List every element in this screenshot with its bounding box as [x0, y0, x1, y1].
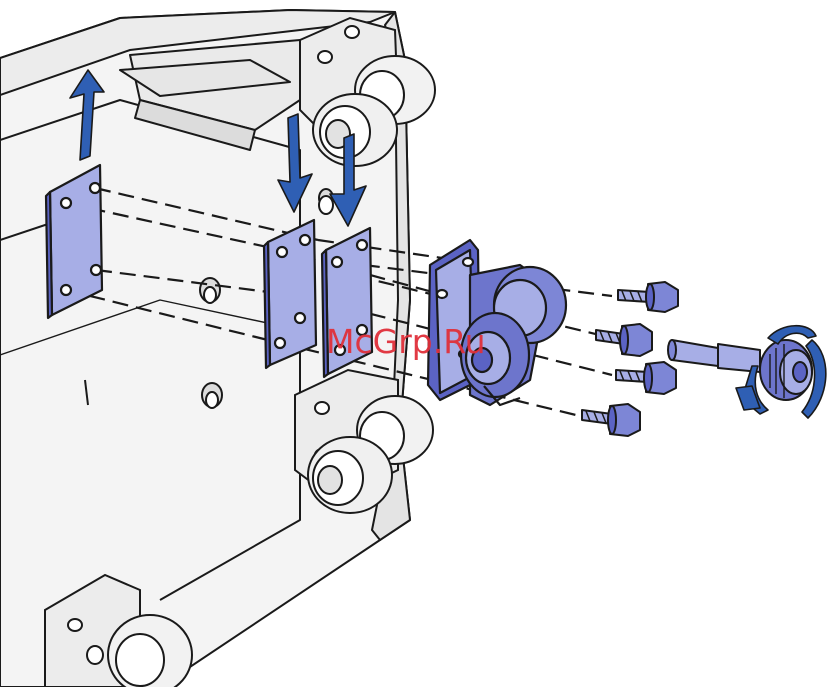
- spacer-plate-2: [264, 220, 316, 368]
- screw-2: [596, 324, 652, 356]
- screw-4: [582, 404, 640, 436]
- caster-top-right: [300, 18, 435, 166]
- caster-bottom-right: [295, 370, 433, 513]
- screw-1: [618, 282, 678, 312]
- axle-pin: [668, 340, 760, 372]
- watermark-text: McGrp.Ru: [326, 322, 486, 361]
- caster-wheel: [760, 340, 812, 400]
- screw-3: [616, 362, 676, 394]
